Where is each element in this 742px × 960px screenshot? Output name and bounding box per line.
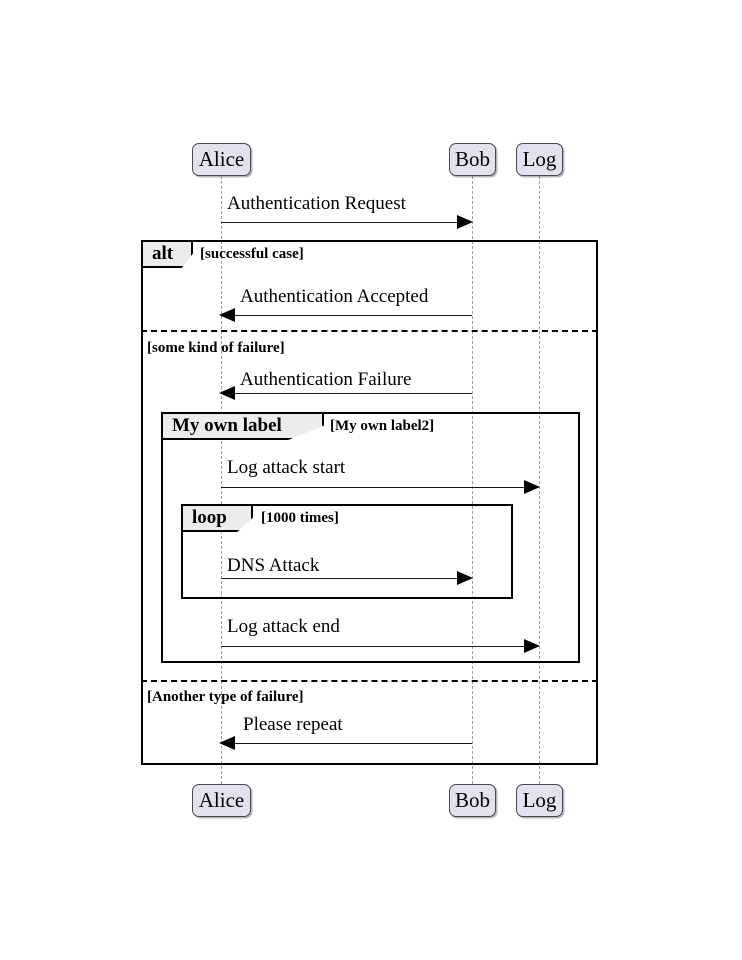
- fragment-alt: [141, 240, 598, 765]
- fragment-loop: [181, 504, 513, 599]
- message-arrowhead-log-attack-end: [524, 639, 540, 653]
- message-label-log-attack-end: Log attack end: [227, 616, 340, 637]
- participant-bob-bottom[interactable]: Bob: [449, 784, 496, 817]
- message-label-dns-attack: DNS Attack: [227, 555, 320, 576]
- message-line-please-repeat: [234, 743, 472, 744]
- lifeline-alice: [221, 176, 222, 784]
- fragment-loop-operator-label: loop: [192, 507, 227, 528]
- lifeline-bob: [472, 176, 473, 784]
- participant-alice-top-label: Alice: [198, 147, 245, 171]
- message-arrowhead-authentication-request: [457, 215, 473, 229]
- participant-log-bottom[interactable]: Log: [516, 784, 563, 817]
- fragment-alt-guard-1: [successful case]: [200, 246, 304, 262]
- message-label-authentication-accepted: Authentication Accepted: [240, 286, 429, 307]
- participant-log-bottom-label: Log: [522, 788, 557, 812]
- message-arrowhead-please-repeat: [219, 736, 235, 750]
- message-label-authentication-failure: Authentication Failure: [240, 369, 412, 390]
- fragment-alt-guard-3: [Another type of failure]: [147, 689, 304, 705]
- participant-log-top[interactable]: Log: [516, 143, 563, 176]
- participant-bob-top[interactable]: Bob: [449, 143, 496, 176]
- participant-alice-bottom[interactable]: Alice: [192, 784, 251, 817]
- fragment-alt-operator-tab: alt: [141, 240, 193, 268]
- message-label-please-repeat: Please repeat: [243, 714, 343, 735]
- participant-alice-bottom-label: Alice: [198, 788, 245, 812]
- fragment-alt-separator-2: [141, 680, 598, 682]
- fragment-alt-operator-label: alt: [152, 243, 174, 264]
- fragment-my-own-label-operator-label: My own label: [172, 415, 282, 436]
- message-arrowhead-authentication-accepted: [219, 308, 235, 322]
- fragment-my-own-label-operator-tab: My own label: [161, 412, 324, 440]
- fragment-loop-operator-tab: loop: [181, 504, 253, 532]
- message-line-authentication-request: [221, 222, 459, 223]
- participant-bob-bottom-label: Bob: [454, 788, 490, 812]
- message-label-log-attack-start: Log attack start: [227, 457, 346, 478]
- participant-bob-top-label: Bob: [454, 147, 490, 171]
- fragment-loop-guard: [1000 times]: [261, 510, 339, 526]
- message-line-authentication-failure: [234, 393, 472, 394]
- message-arrowhead-log-attack-start: [524, 480, 540, 494]
- participant-log-top-label: Log: [522, 147, 557, 171]
- participant-alice-top[interactable]: Alice: [192, 143, 251, 176]
- message-line-log-attack-end: [221, 646, 526, 647]
- message-line-log-attack-start: [221, 487, 526, 488]
- fragment-alt-guard-2: [some kind of failure]: [147, 340, 285, 356]
- message-line-dns-attack: [221, 578, 459, 579]
- fragment-my-own-label-guard: [My own label2]: [330, 418, 435, 434]
- fragment-my-own-label: [161, 412, 580, 663]
- message-line-authentication-accepted: [234, 315, 472, 316]
- message-arrowhead-authentication-failure: [219, 386, 235, 400]
- fragment-alt-separator-1: [141, 330, 598, 332]
- message-label-authentication-request: Authentication Request: [227, 193, 406, 214]
- message-arrowhead-dns-attack: [457, 571, 473, 585]
